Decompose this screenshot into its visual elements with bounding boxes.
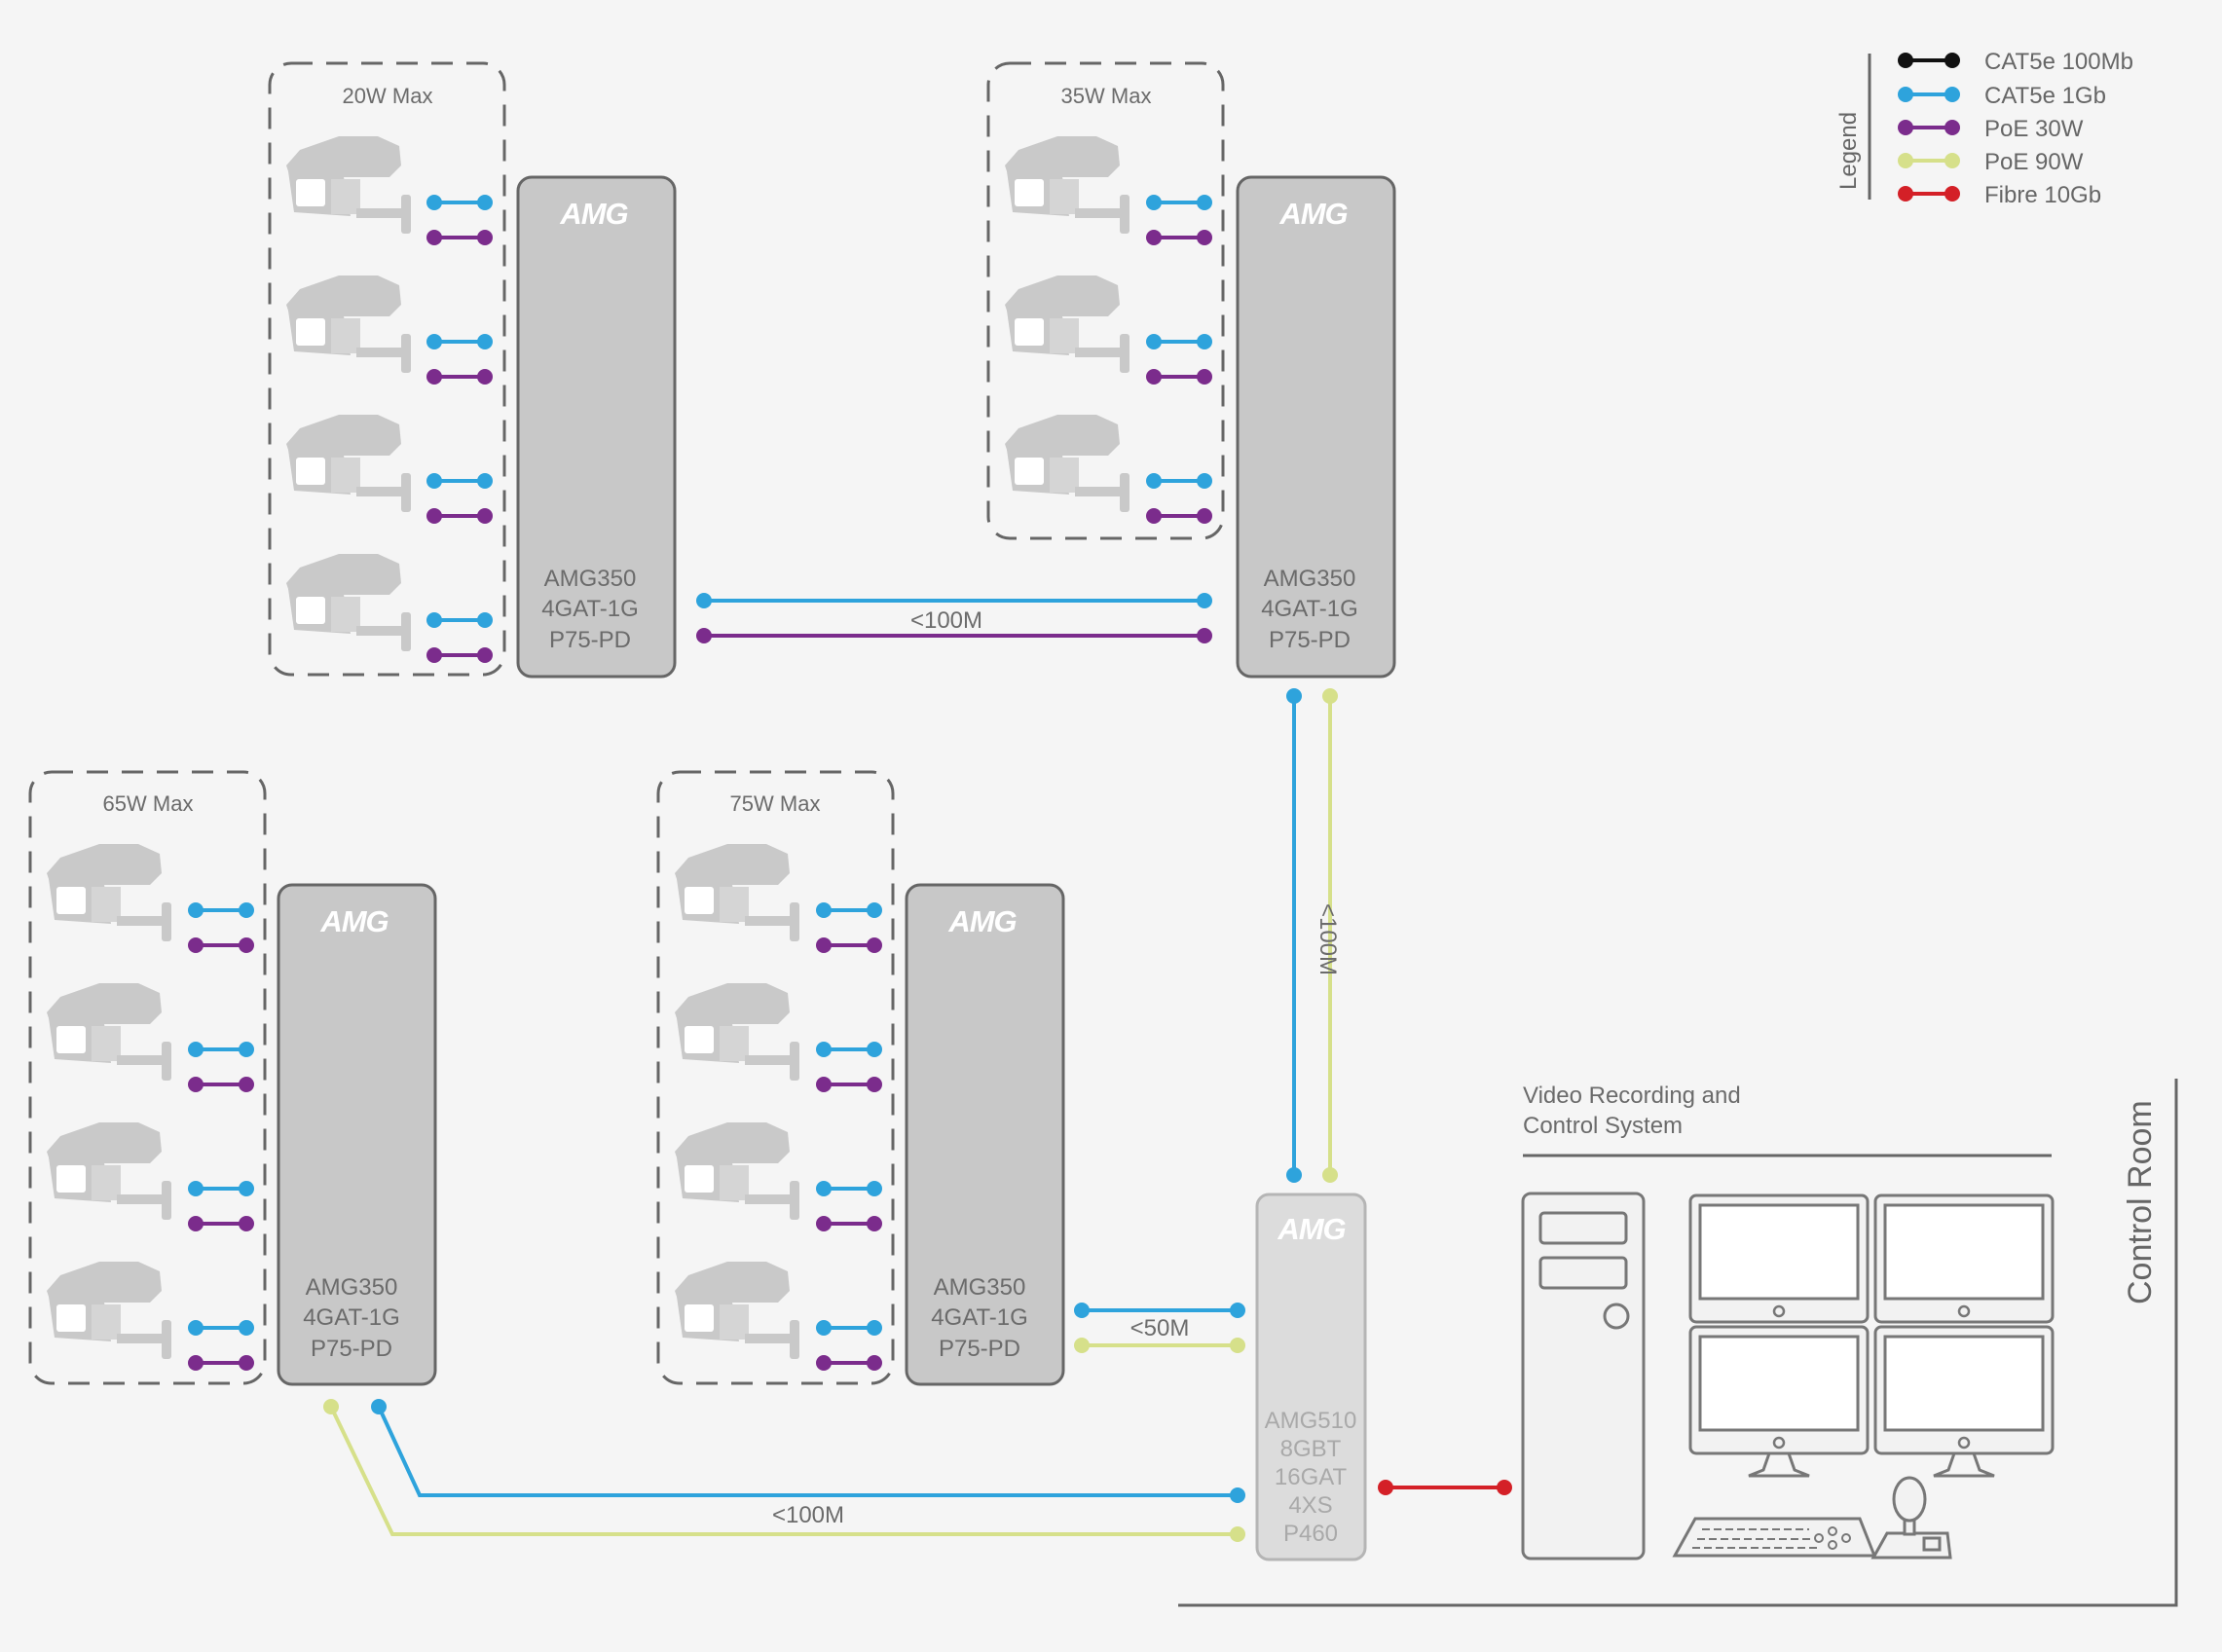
keyboard-icon [1672, 1517, 1877, 1558]
camera-icon [675, 1122, 799, 1220]
monitor-icon [1688, 1325, 1870, 1455]
camera-icon [1005, 415, 1130, 512]
switch-power: P460 [1283, 1521, 1338, 1547]
amg-logo: AMG [1278, 197, 1348, 231]
group-label: 75W Max [730, 791, 821, 816]
switch-s3[interactable]: AMG AMG350 4GAT-1G P75-PD [277, 883, 437, 1386]
link-s2-core: <100M [1286, 688, 1341, 1183]
switch-model: AMG350 [544, 566, 637, 592]
switch-model: AMG350 [934, 1274, 1026, 1301]
camera-icon [47, 1122, 171, 1220]
legend-item-cat5e-100mb: CAT5e 100Mb [1898, 49, 2133, 75]
legend-item-poe-30w: PoE 30W [1898, 116, 2084, 142]
switch-ports: 4GAT-1G [1261, 596, 1358, 622]
switch-model: AMG350 [306, 1274, 398, 1301]
system-label-line1: Video Recording and [1523, 1083, 1741, 1109]
camera-icon [47, 983, 171, 1081]
monitor-icon [1688, 1193, 1870, 1324]
camera-icon [286, 554, 411, 651]
switch-ports: 8GBT [1280, 1436, 1342, 1462]
link-s4-core: <50M [1074, 1303, 1245, 1353]
legend-item-fibre-10gb: Fibre 10Gb [1898, 182, 2101, 208]
switch-s4[interactable]: AMG AMG350 4GAT-1G P75-PD [905, 883, 1065, 1386]
switch-ports: 4GAT-1G [303, 1304, 400, 1331]
legend-item-poe-90w: PoE 90W [1898, 149, 2084, 175]
camera-group-20w: 20W Max [268, 61, 506, 677]
switch-power: P75-PD [549, 627, 631, 653]
joystick-icon [1870, 1476, 1952, 1560]
group-label: 20W Max [343, 84, 433, 108]
legend-label: CAT5e 100Mb [1984, 49, 2133, 75]
switch-core[interactable]: AMG AMG510 8GBT 16GAT 4XS P460 [1255, 1193, 1367, 1561]
link-distance-label: <100M [772, 1502, 844, 1528]
legend-label: Fibre 10Gb [1984, 182, 2101, 208]
monitor-stands-icon [1748, 1452, 1995, 1478]
control-room-border [1178, 1079, 2178, 1607]
switch-ports: 4GAT-1G [931, 1304, 1028, 1331]
switch-model: AMG510 [1265, 1408, 1357, 1434]
link-distance-label: <100M [1315, 903, 1341, 975]
camera-icon [675, 844, 799, 941]
switch-power: P75-PD [311, 1336, 392, 1362]
computer-tower-icon [1521, 1192, 1646, 1560]
camera-group-75w: 75W Max [656, 770, 895, 1385]
switch-power: P75-PD [939, 1336, 1020, 1362]
camera-icon [47, 1262, 171, 1359]
camera-group-65w: 65W Max [28, 770, 267, 1385]
group-label: 65W Max [103, 791, 194, 816]
camera-connectors [188, 902, 254, 1371]
legend-label: PoE 30W [1984, 116, 2084, 142]
camera-group-35w: 35W Max [986, 61, 1225, 540]
switch-model: AMG350 [1264, 566, 1356, 592]
switch-ports: 4GAT-1G [541, 596, 639, 622]
monitor-icon [1873, 1193, 2055, 1324]
link-distance-label: <100M [910, 607, 982, 634]
switch-power: P75-PD [1269, 627, 1351, 653]
amg-logo: AMG [947, 904, 1017, 938]
system-label-line2: Control System [1523, 1113, 1683, 1139]
amg-logo: AMG [1277, 1212, 1346, 1246]
link-s1-s2: <100M [696, 593, 1212, 643]
control-room-title: Control Room [2122, 1100, 2159, 1304]
camera-icon [47, 844, 171, 941]
camera-icon [1005, 136, 1130, 234]
camera-icon [675, 1262, 799, 1359]
link-distance-label: <50M [1130, 1315, 1190, 1341]
link-core-recorder [1378, 1480, 1512, 1495]
switch-sfp: 4XS [1288, 1492, 1332, 1519]
legend: Legend CAT5e 100Mb CAT5e 1Gb PoE 30W PoE… [1835, 49, 2133, 208]
switch-s1[interactable]: AMG AMG350 4GAT-1G P75-PD [516, 175, 677, 679]
amg-logo: AMG [559, 197, 628, 231]
control-room: Control Room Video Recording and Control… [1178, 1079, 2178, 1607]
camera-icon [286, 415, 411, 512]
legend-item-cat5e-1gb: CAT5e 1Gb [1898, 83, 2106, 109]
legend-label: PoE 90W [1984, 149, 2084, 175]
link-s3-core: <100M [323, 1399, 1245, 1542]
camera-icon [1005, 275, 1130, 373]
camera-icon [675, 983, 799, 1081]
camera-connectors [1146, 195, 1212, 524]
camera-connectors [816, 902, 882, 1371]
monitor-icon [1873, 1325, 2055, 1455]
group-label: 35W Max [1061, 84, 1152, 108]
camera-icon [286, 275, 411, 373]
camera-connectors [426, 195, 493, 663]
switch-ports: 16GAT [1275, 1464, 1348, 1490]
legend-label: CAT5e 1Gb [1984, 83, 2106, 109]
camera-icon [286, 136, 411, 234]
legend-title: Legend [1835, 112, 1862, 190]
amg-logo: AMG [319, 904, 389, 938]
switch-s2[interactable]: AMG AMG350 4GAT-1G P75-PD [1236, 175, 1396, 679]
